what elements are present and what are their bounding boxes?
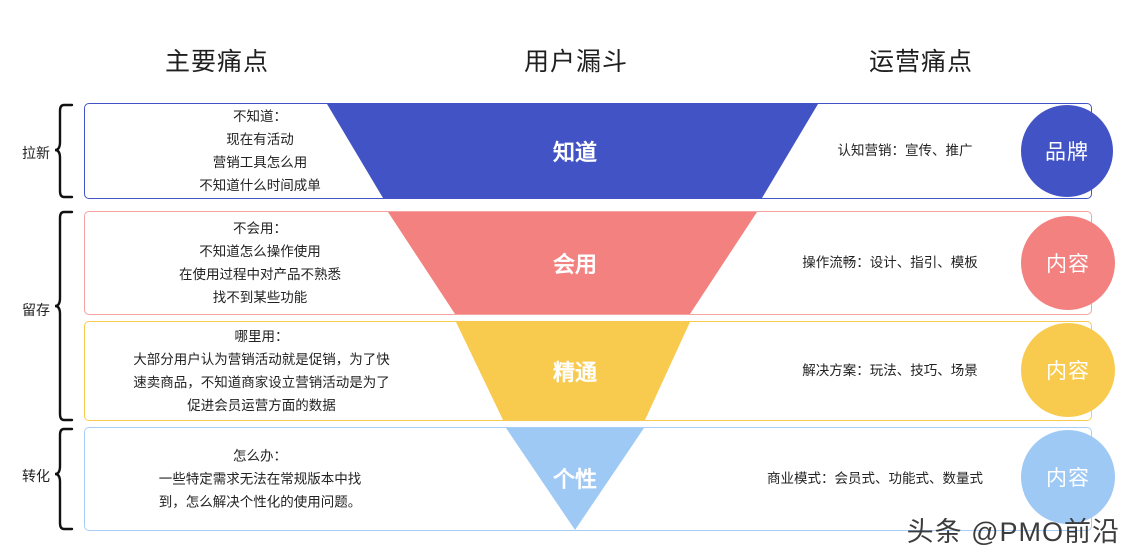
stage-label-acquisition: 拉新 [22, 145, 50, 161]
circle-brand-label: 品牌 [1045, 141, 1089, 164]
ops-text-proficient: 解决方案：玩法、技巧、场景 [802, 363, 978, 378]
bracket-stage-3 [54, 427, 74, 531]
column-headers: 主要痛点 用户漏斗 运营痛点 [0, 42, 1134, 84]
circle-content-can-use-label: 内容 [1046, 253, 1090, 276]
stage-bracket-group: 拉新 留存 转化 [0, 0, 84, 553]
pain-text-personalization: 怎么办： 一些特定需求无法在常规版本中找 到，怎么解决个性化的使用问题。 [158, 448, 362, 510]
funnel-row-know[interactable]: 不知道： 现在有活动 营销工具怎么用 不知道什么时间成单 认知营销：宣传、推广 [84, 103, 1092, 199]
circle-content-can-use[interactable]: 内容 [1021, 216, 1115, 310]
bracket-stage-2 [54, 210, 74, 422]
pain-text-know: 不知道： 现在有活动 营销工具怎么用 不知道什么时间成单 [199, 109, 321, 193]
funnel-row-proficient[interactable]: 哪里用： 大部分用户认为营销活动就是促销，为了快 速卖商品，不知道商家设立营销活… [84, 321, 1092, 421]
header-user-funnel: 用户漏斗 [524, 48, 629, 76]
stage-label-retention: 留存 [22, 302, 50, 318]
bracket-stage-1 [54, 103, 74, 199]
pain-text-proficient: 哪里用： 大部分用户认为营销活动就是促销，为了快 速卖商品，不知道商家设立营销活… [133, 329, 390, 413]
circle-content-personalization-label: 内容 [1046, 467, 1090, 490]
ops-text-know: 认知营销：宣传、推广 [837, 143, 973, 158]
watermark: 头条 @PMO前沿 [906, 517, 1120, 547]
ops-text-can-use: 操作流畅：设计、指引、模板 [802, 255, 978, 270]
funnel-row-can-use[interactable]: 不会用： 不知道怎么操作使用 在使用过程中对产品不熟悉 找不到某些功能 操作流畅… [84, 211, 1092, 315]
stage-label-conversion: 转化 [22, 468, 50, 484]
header-pain-points: 主要痛点 [165, 48, 270, 76]
circle-content-proficient[interactable]: 内容 [1021, 323, 1115, 417]
header-ops-pain-points: 运营痛点 [869, 48, 974, 76]
circle-brand[interactable]: 品牌 [1021, 105, 1113, 197]
stage-brackets-svg [54, 103, 74, 531]
pain-text-can-use: 不会用： 不知道怎么操作使用 在使用过程中对产品不熟悉 找不到某些功能 [179, 221, 341, 305]
circle-content-proficient-label: 内容 [1046, 360, 1090, 383]
ops-text-personalization: 商业模式：会员式、功能式、数量式 [767, 471, 983, 486]
circle-content-personalization[interactable]: 内容 [1021, 430, 1115, 524]
